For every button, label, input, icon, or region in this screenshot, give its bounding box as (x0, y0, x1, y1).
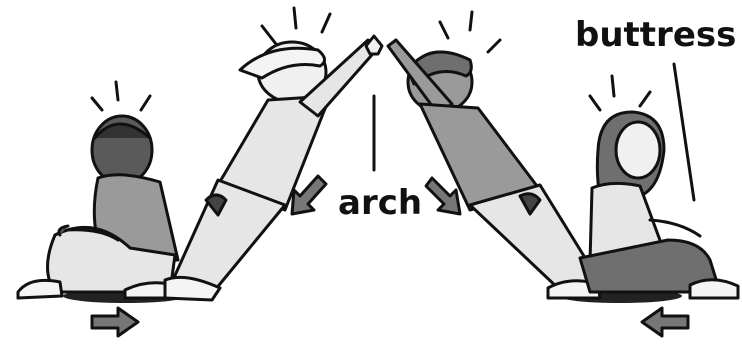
left-arch-motion-lines (262, 8, 330, 44)
ground-push-arrow-right (642, 308, 688, 336)
arch-label: arch (338, 183, 422, 223)
right-leaning-child (388, 12, 600, 298)
right-child-motion-lines (590, 76, 650, 110)
ground-push-arrow-left (92, 308, 138, 336)
buttress-label: buttress (575, 15, 736, 55)
right-seated-child (580, 76, 738, 298)
buttress-pointer-line (674, 64, 694, 200)
left-seated-child (18, 82, 180, 298)
right-arch-motion-lines (440, 12, 500, 52)
left-child-motion-lines (92, 82, 150, 110)
arch-force-arrow-right (426, 178, 460, 214)
left-leaning-child (165, 8, 378, 300)
